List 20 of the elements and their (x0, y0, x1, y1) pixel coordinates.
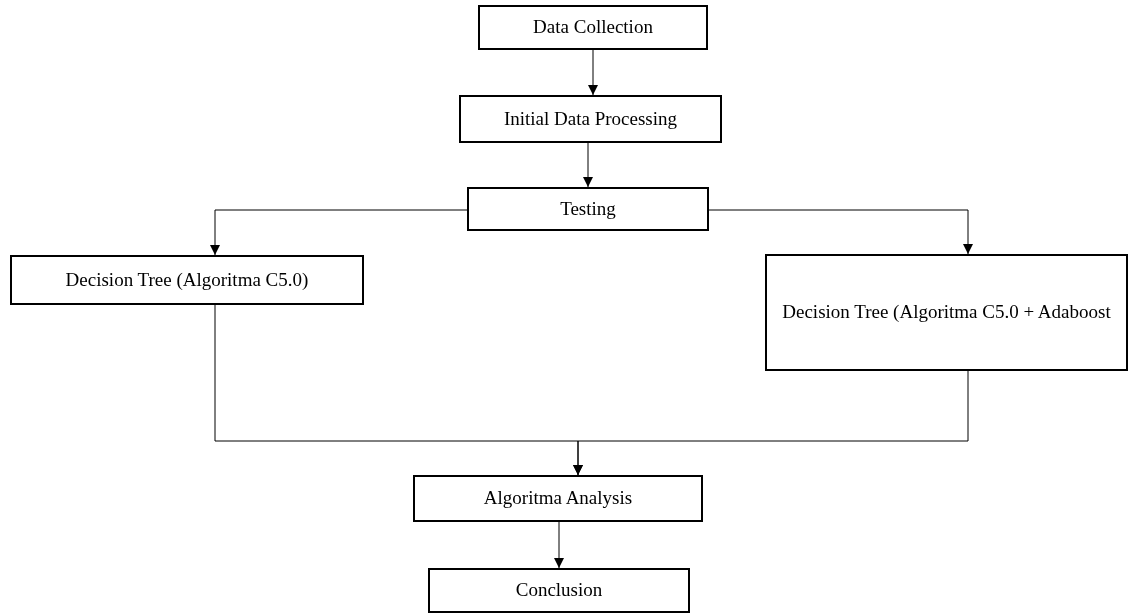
process-box (413, 475, 703, 522)
box-label: Testing (560, 197, 616, 221)
process-box (467, 187, 709, 231)
arrow (588, 49, 598, 96)
arrow (583, 142, 593, 188)
process-box (765, 254, 1128, 371)
box-label: Data Collection (533, 16, 653, 39)
box-label: Conclusion (515, 579, 603, 602)
box-label: Initial Data Processing (503, 107, 678, 131)
arrow (554, 521, 564, 569)
box-label: Decision Tree (Algoritma C5.0) (65, 268, 309, 292)
process-box (459, 95, 722, 143)
box-label: Decision Tree (Algoritma C5.0 + Adaboost (782, 301, 1111, 324)
arrow (210, 209, 468, 256)
arrow (573, 370, 969, 476)
arrow (708, 209, 973, 255)
process-box (10, 255, 364, 305)
process-box (428, 568, 690, 613)
box-label: Algoritma Analysis (483, 487, 633, 510)
process-box (478, 5, 708, 50)
